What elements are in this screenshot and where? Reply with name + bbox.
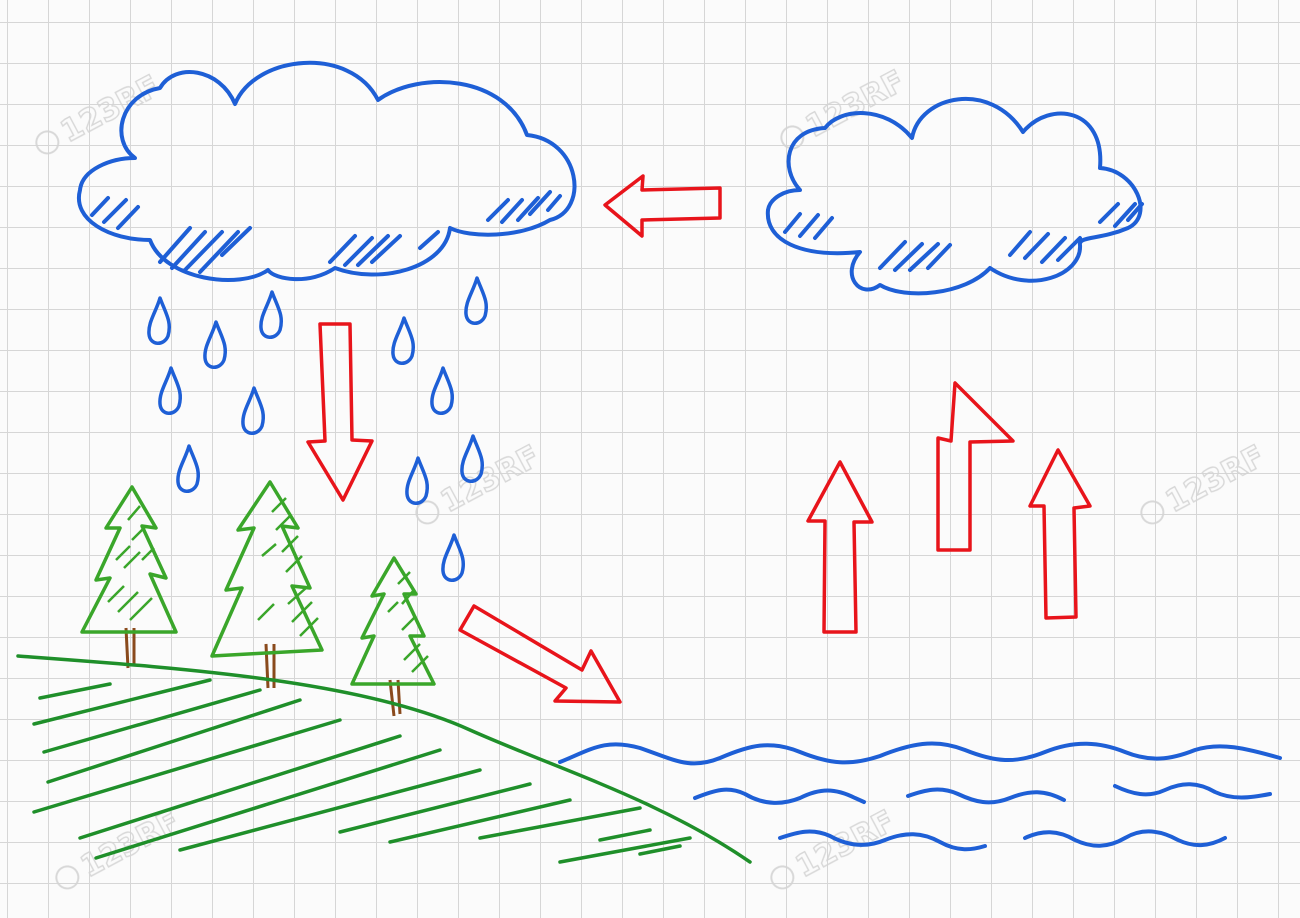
precipitation-arrow [306, 322, 374, 502]
water-waves [558, 741, 1282, 852]
wave [778, 829, 987, 852]
raindrop [259, 290, 284, 339]
raindrop [464, 276, 489, 325]
raindrop [430, 366, 455, 415]
evaporation-arrow [936, 381, 1015, 552]
runoff-arrow [458, 604, 622, 704]
raindrop [241, 386, 266, 435]
raindrop [176, 444, 201, 493]
wave [1113, 782, 1272, 800]
trees [80, 480, 436, 717]
wave [693, 787, 866, 805]
hill-outline [16, 654, 752, 864]
vapor-cloud [765, 96, 1144, 296]
wave [558, 741, 1282, 766]
raindrops [147, 276, 489, 582]
hill-hatching [32, 678, 692, 864]
tree [80, 485, 178, 669]
raindrop [203, 320, 228, 369]
raindrop [391, 316, 416, 365]
rain-cloud [76, 60, 577, 282]
raindrop [147, 296, 172, 345]
raindrop [405, 456, 430, 505]
raindrop [441, 533, 466, 582]
raindrop [460, 434, 485, 483]
hill [16, 654, 752, 864]
wave [1023, 829, 1227, 848]
wave [906, 787, 1066, 805]
arrows [306, 174, 1092, 704]
condensation-arrow [603, 174, 722, 238]
tree [210, 480, 324, 689]
tree [350, 556, 436, 717]
raindrop [158, 366, 183, 415]
evaporation-arrow [1028, 448, 1092, 620]
evaporation-arrow [806, 460, 874, 634]
